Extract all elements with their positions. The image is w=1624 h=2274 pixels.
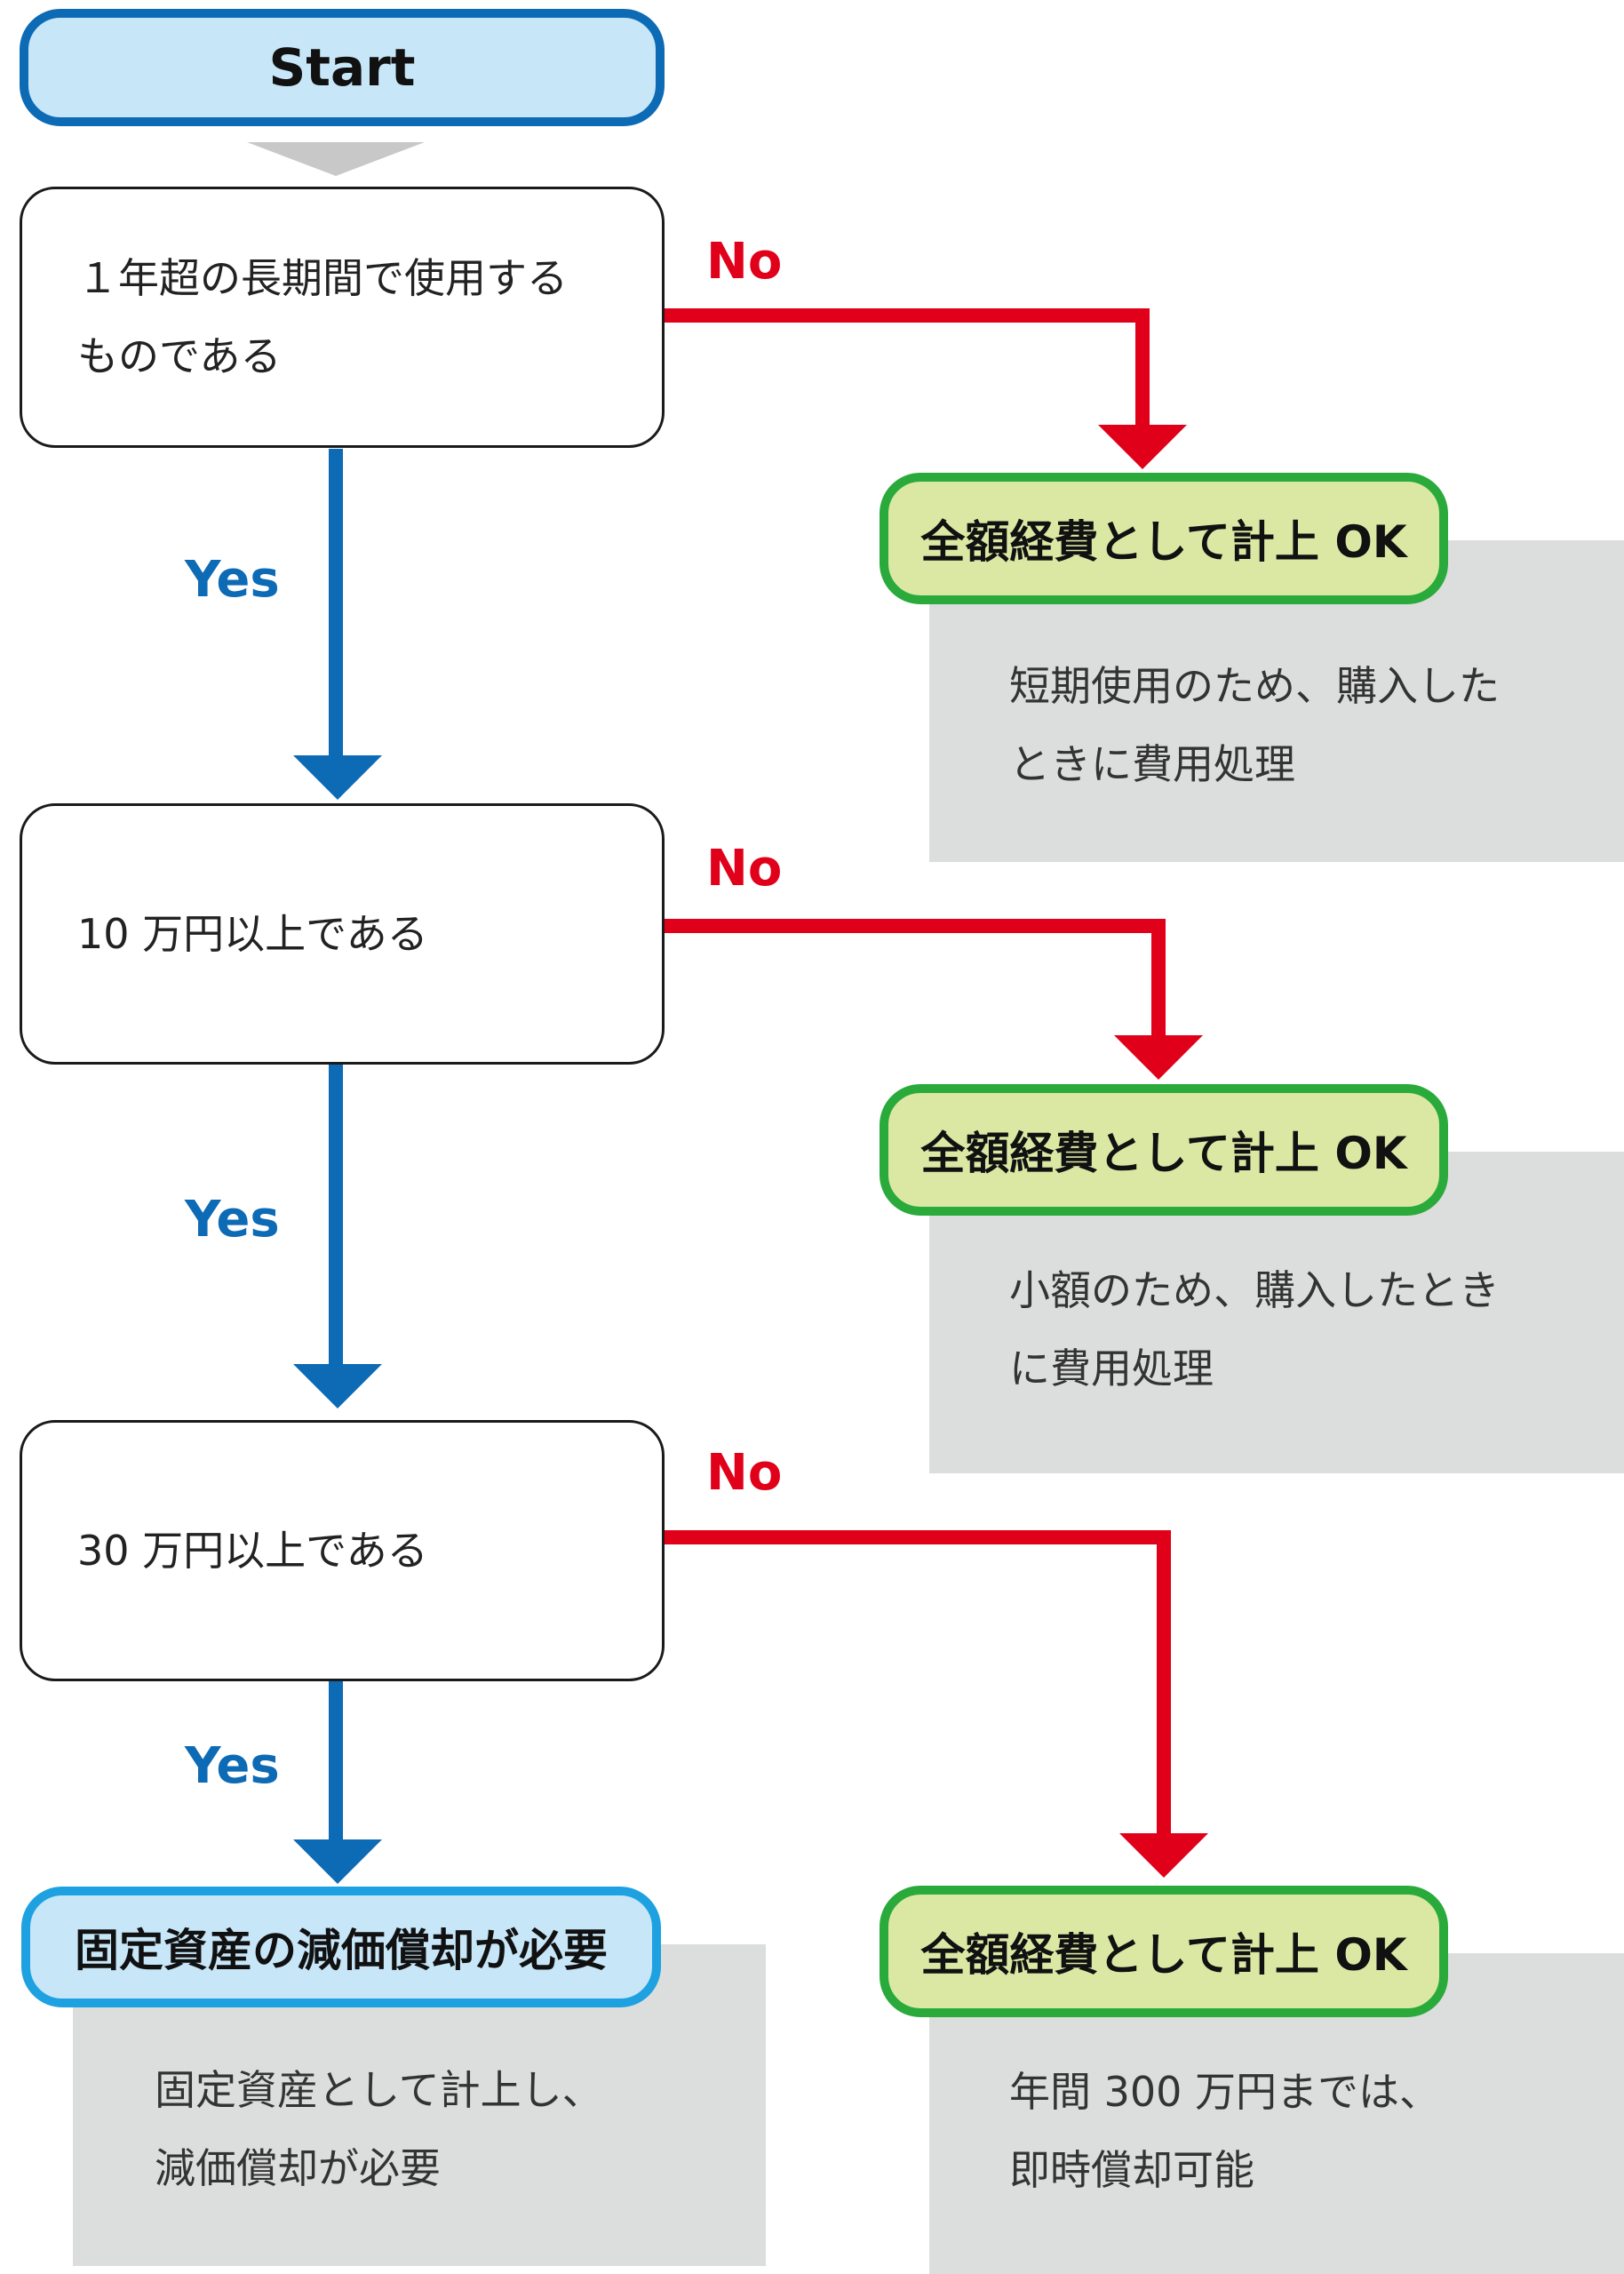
question-1-line-1: １年超の長期間で使用する: [77, 254, 568, 302]
start-node: Start: [20, 9, 665, 126]
final-note-line-2: 減価償却が必要: [155, 2144, 441, 2192]
no-arrow-3-head: [1119, 1833, 1208, 1878]
no-label-3: No: [706, 1444, 783, 1502]
question-3-node: 30 万円以上である: [20, 1420, 665, 1681]
yes-arrow-2-head: [293, 1364, 382, 1408]
result-1-title: 全額経費として計上 OK: [920, 516, 1407, 568]
yes-label-3: Yes: [185, 1737, 280, 1795]
result-1-note-line-2: ときに費用処理: [1009, 740, 1295, 788]
yes-arrow-3-shaft: [329, 1681, 343, 1841]
question-2-line-1: 10 万円以上である: [77, 910, 428, 958]
yes-arrow-3-head: [293, 1839, 382, 1884]
yes-label-2: Yes: [185, 1191, 280, 1249]
question-2-node: 10 万円以上である: [20, 803, 665, 1065]
result-3-note-line-2: 即時償却可能: [1009, 2146, 1254, 2194]
start-label: Start: [268, 37, 416, 98]
no-arrow-3-line: [665, 1530, 1171, 1835]
final-node: 固定資産の減価償却が必要: [21, 1887, 661, 2007]
final-note-line-1: 固定資産として計上し、: [155, 2066, 603, 2114]
no-arrow-2-head: [1114, 1035, 1203, 1080]
no-label-2: No: [706, 840, 783, 898]
question-1-line-2: ものである: [77, 332, 282, 380]
no-arrow-1-line: [665, 308, 1150, 427]
result-1-note-line-1: 短期使用のため、購入した: [1009, 662, 1500, 710]
result-3-note-line-1: 年間 300 万円までは、: [1009, 2068, 1441, 2116]
final-title: 固定資産の減価償却が必要: [75, 1925, 608, 1976]
result-3-node: 全額経費として計上 OK: [880, 1886, 1448, 2017]
result-3-title: 全額経費として計上 OK: [920, 1929, 1407, 1981]
no-label-1: No: [706, 233, 783, 291]
question-3-line-1: 30 万円以上である: [77, 1527, 428, 1575]
no-arrow-1-head: [1098, 425, 1187, 469]
yes-arrow-2-shaft: [329, 1065, 343, 1368]
result-2-note-line-2: に費用処理: [1009, 1344, 1214, 1392]
result-2-node: 全額経費として計上 OK: [880, 1084, 1448, 1216]
question-1-node: １年超の長期間で使用する ものである: [20, 187, 665, 448]
yes-arrow-1-head: [293, 755, 382, 800]
result-2-note-line-1: 小額のため、購入したとき: [1009, 1266, 1500, 1314]
result-1-node: 全額経費として計上 OK: [880, 473, 1448, 604]
no-arrow-2-line: [665, 919, 1166, 1037]
result-2-title: 全額経費として計上 OK: [920, 1128, 1407, 1179]
start-arrow: [247, 142, 425, 176]
yes-arrow-1-shaft: [329, 449, 343, 762]
yes-label-1: Yes: [185, 551, 280, 609]
